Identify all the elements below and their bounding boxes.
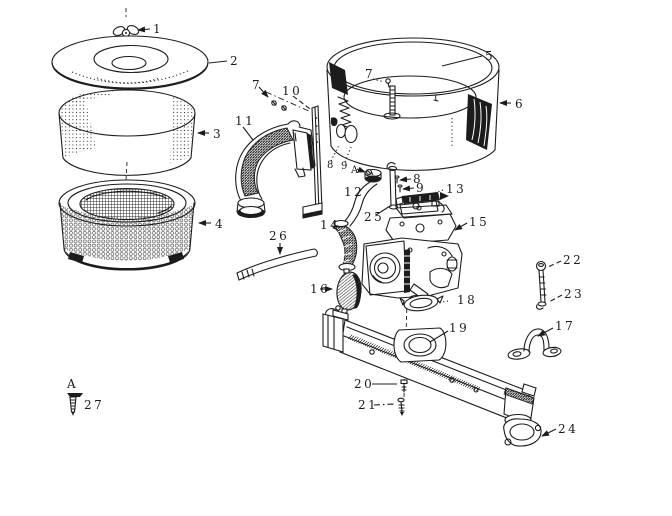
part-16-vane [336, 268, 362, 314]
callout-leader-13-16 [434, 189, 444, 194]
callout-label-27-30: 27 [84, 398, 104, 412]
callout-leader-9-12 [402, 185, 415, 192]
callout-label-A-10: A [350, 165, 359, 176]
callout-label-6-5: 6 [515, 97, 525, 111]
part-21-screw [397, 397, 405, 416]
callout-label-9-12: 9 [416, 181, 426, 195]
part-2-cover [51, 35, 209, 90]
callout-label-11-14: 11 [235, 114, 255, 128]
callout-leader-25-28 [375, 205, 391, 216]
callout-leader-7-6 [258, 86, 269, 98]
callout-leader-22-25 [547, 260, 562, 268]
callout-label-1-0: 1 [153, 22, 163, 36]
callout-leader-9-9 [344, 146, 352, 163]
callout-leader-21-24 [373, 403, 395, 406]
part-10-bracket [302, 105, 323, 219]
callout-leader-5-4 [441, 55, 483, 67]
callout-label-15-18: 15 [469, 215, 489, 229]
callout-label-3-2: 3 [213, 127, 223, 141]
callout-label-22-25: 22 [563, 253, 583, 267]
callout-label-18-21: 18 [457, 293, 477, 307]
part-12-breather-hose [343, 168, 382, 227]
callout-label-21-24: 21 [358, 398, 378, 412]
callout-label-23-26: 23 [564, 287, 584, 301]
callout-leader-1-0 [137, 26, 151, 33]
callout-label-14-17: 14 [320, 218, 340, 232]
callout-leader-17-20 [537, 327, 554, 337]
callout-label-13-16: 13 [446, 182, 466, 196]
callout-label-4-3: 4 [215, 217, 225, 231]
part-25-tube [386, 162, 399, 210]
part-15-carburetor [325, 200, 463, 320]
part-7-screws [265, 91, 312, 113]
screws-8-9 [394, 175, 403, 193]
callout-label-20-23: 20 [354, 377, 374, 391]
callout-leader-19-22 [429, 330, 449, 343]
callout-label-16-19: 16 [310, 282, 330, 296]
callout-leader-15-18 [454, 222, 468, 231]
callout-label-7-6: 7 [252, 78, 262, 92]
part-27-screw [67, 393, 83, 416]
callout-leader-A-10 [356, 166, 366, 173]
callout-leader-14-17 [331, 225, 341, 228]
callout-label-5-4: 5 [485, 49, 495, 63]
part-19-manifold [322, 309, 537, 436]
callout-label-8-11: 8 [413, 172, 423, 186]
callout-leader-2-1 [208, 60, 228, 64]
callout-label-26-29: 26 [269, 229, 289, 243]
callout-leader-8-11 [399, 176, 412, 183]
part-18-gasket [399, 294, 444, 312]
callout-label-12-15: 12 [344, 185, 364, 199]
screw-a-mid [366, 169, 372, 175]
callout-label-7-7: 7 [365, 67, 375, 81]
callout-leader-23-26 [548, 294, 563, 303]
part-1-wing-nut [112, 25, 140, 38]
part-3-foam-element [58, 89, 196, 176]
callout-leader-11-14 [242, 126, 254, 141]
callout-label-A-31: A [66, 377, 78, 391]
callout-label-10-13: 10 [282, 84, 302, 98]
part-4-filter-element [58, 179, 196, 271]
callout-leader-10-13 [292, 95, 311, 110]
part-6-housing [326, 37, 500, 171]
part-26-hose [236, 248, 318, 281]
callout-label-8-8: 8 [327, 160, 334, 171]
callout-label-17-20: 17 [555, 319, 575, 333]
part-11-elbow-duct [235, 120, 316, 218]
part-17-bracket [507, 328, 562, 360]
callout-leader-24-27 [541, 428, 557, 437]
callout-label-24-27: 24 [558, 422, 578, 436]
part-22-23-bolt [535, 260, 547, 310]
part-24-gasket [503, 418, 542, 447]
callout-label-25-28: 25 [364, 210, 384, 224]
callout-leader-18-21 [440, 300, 449, 303]
part-20-screw [400, 379, 408, 393]
part-13-throttle-linkage [395, 192, 449, 215]
callout-label-19-22: 19 [449, 321, 469, 335]
callout-label-9-9: 9 [341, 161, 348, 172]
callout-label-2-1: 2 [230, 54, 240, 68]
